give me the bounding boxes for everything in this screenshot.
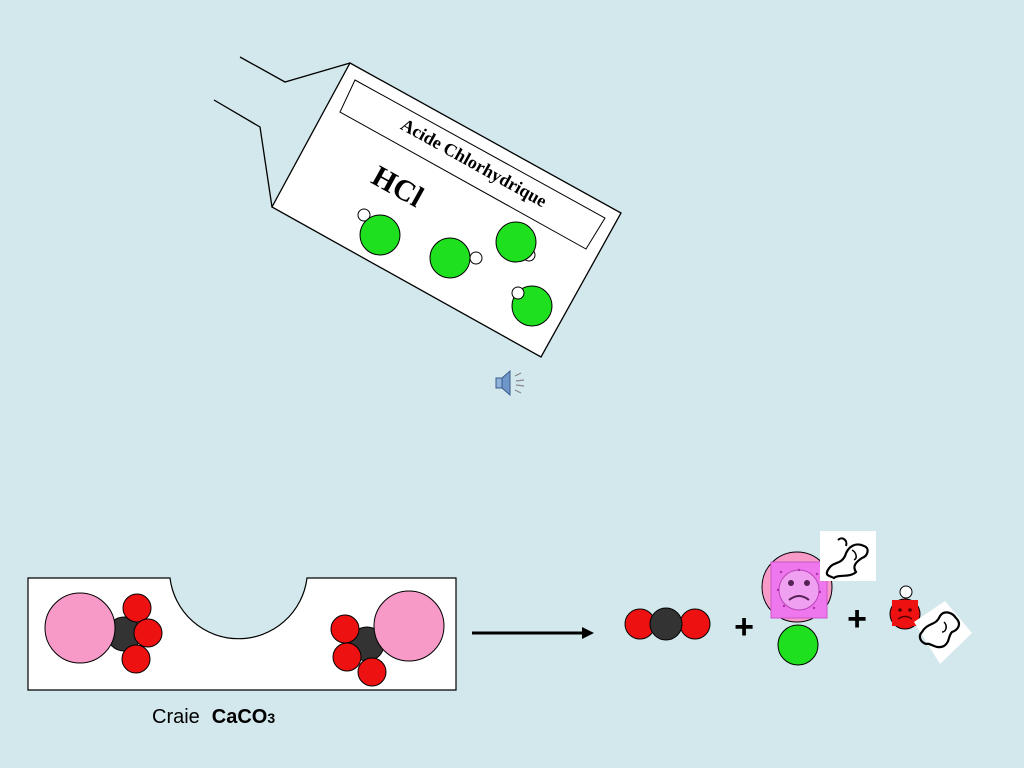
hydrogen-atom: [899, 585, 913, 599]
co2-molecule: [624, 607, 711, 641]
creature-icon: [914, 601, 972, 664]
oxygen-atom: [357, 657, 387, 687]
oxygen-atom: [679, 608, 711, 640]
hydrogen-atom: [469, 251, 483, 265]
chlorine-atom: [777, 624, 819, 666]
oxygen-atom: [133, 618, 163, 648]
sad-face-icon: [770, 561, 828, 619]
plus-sign: +: [847, 600, 867, 638]
chalk-caption: Craie CaCO3: [152, 706, 275, 729]
bottle-label-box: [339, 79, 606, 250]
oxygen-atom: [330, 614, 360, 644]
oxygen-atom: [122, 593, 152, 623]
cacl2-molecule: [761, 531, 876, 666]
creature-icon: [820, 531, 876, 581]
h2o-molecule: [889, 585, 972, 664]
plus-sign: +: [734, 608, 754, 646]
chlorine-atom: [429, 237, 471, 279]
chalk-formula-main: CaCO: [211, 706, 268, 728]
chalk-formula: CaCO3: [212, 706, 275, 728]
speaker-icon[interactable]: [495, 369, 525, 397]
chalk-formula-subscript: 3: [267, 710, 276, 726]
caco3-molecule: [44, 592, 163, 674]
calcium-atom: [44, 592, 116, 664]
calcium-atom: [373, 590, 445, 662]
hcl-molecule: [511, 285, 553, 327]
hydrogen-atom: [357, 208, 371, 222]
oxygen-atom: [121, 644, 151, 674]
hcl-molecule: [357, 208, 401, 256]
reaction-arrow: [472, 627, 594, 639]
chlorine-atom: [495, 221, 537, 263]
bottle-neck: [213, 56, 351, 208]
hcl-molecule: [429, 237, 483, 279]
oxygen-atom: [332, 642, 362, 672]
caco3-molecule: [330, 590, 445, 687]
chlorine-atom: [359, 214, 401, 256]
carbon-atom: [649, 607, 683, 641]
acid-bottle: [271, 62, 622, 358]
chalk-name: Craie: [152, 706, 200, 728]
hcl-molecule: [495, 221, 537, 263]
sad-face-icon: [892, 600, 918, 626]
hydrogen-atom: [511, 286, 525, 300]
